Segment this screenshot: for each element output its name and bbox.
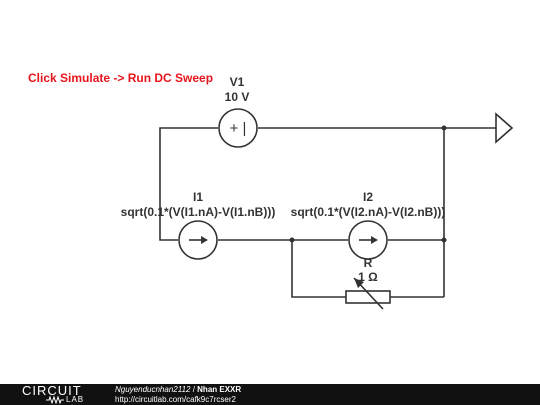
i1-name-label: I1: [193, 190, 203, 204]
resistor-body[interactable]: [345, 290, 391, 304]
schematic-canvas: Click Simulate -> Run DC Sweep + | V1 10…: [28, 71, 514, 310]
i2-expression-label: sqrt(0.1*(V(I2.nA)-V(I2.nB))): [291, 205, 446, 219]
i2-name-label: I2: [363, 190, 373, 204]
circuitlab-logo-bottom[interactable]: LAB: [66, 395, 85, 404]
r-value-label: 1 Ω: [358, 270, 378, 284]
footer-bar: CIRCUIT LAB Nguyenducnhan2112 / Nhan EXX…: [0, 384, 540, 405]
resistor-logo-icon: [46, 395, 64, 404]
author-name[interactable]: Nguyenducnhan2112: [115, 385, 191, 394]
v1-value-label: 10 V: [225, 90, 250, 104]
circuitlab-logo-top[interactable]: CIRCUIT: [22, 383, 82, 398]
wires: [159, 127, 496, 298]
credit-separator: /: [190, 385, 198, 394]
junction-dot: [441, 237, 447, 243]
current-arrow-head-icon: [201, 236, 208, 244]
variable-resistor-r[interactable]: [345, 277, 391, 310]
variable-arrow-head-icon: [354, 278, 364, 288]
current-arrow-head-icon: [371, 236, 378, 244]
current-source-i1[interactable]: [178, 220, 218, 260]
credit-line: Nguyenducnhan2112 / Nhan EXXR: [115, 385, 241, 395]
current-source-i2[interactable]: [348, 220, 388, 260]
r-name-label: R: [364, 256, 373, 270]
voltage-source-v1[interactable]: + |: [218, 108, 258, 148]
i1-expression-label: sqrt(0.1*(V(I1.nA)-V(I1.nB))): [121, 205, 276, 219]
wire-resistor-left: [291, 240, 346, 298]
junction-dot: [441, 125, 447, 131]
voltage-source-symbol: + |: [230, 120, 247, 137]
voltage-source-body[interactable]: [218, 108, 258, 148]
circuit-title[interactable]: Nhan EXXR: [197, 385, 242, 394]
v1-name-label: V1: [230, 75, 245, 89]
wire-left-loop: [159, 127, 218, 241]
run-dc-sweep-instruction: Click Simulate -> Run DC Sweep: [28, 71, 213, 85]
output-terminal-arrow-icon[interactable]: [495, 112, 514, 144]
junction-dot: [289, 237, 295, 243]
circuit-url-link[interactable]: http://circuitlab.com/cafk9c7rcser2: [115, 395, 236, 404]
